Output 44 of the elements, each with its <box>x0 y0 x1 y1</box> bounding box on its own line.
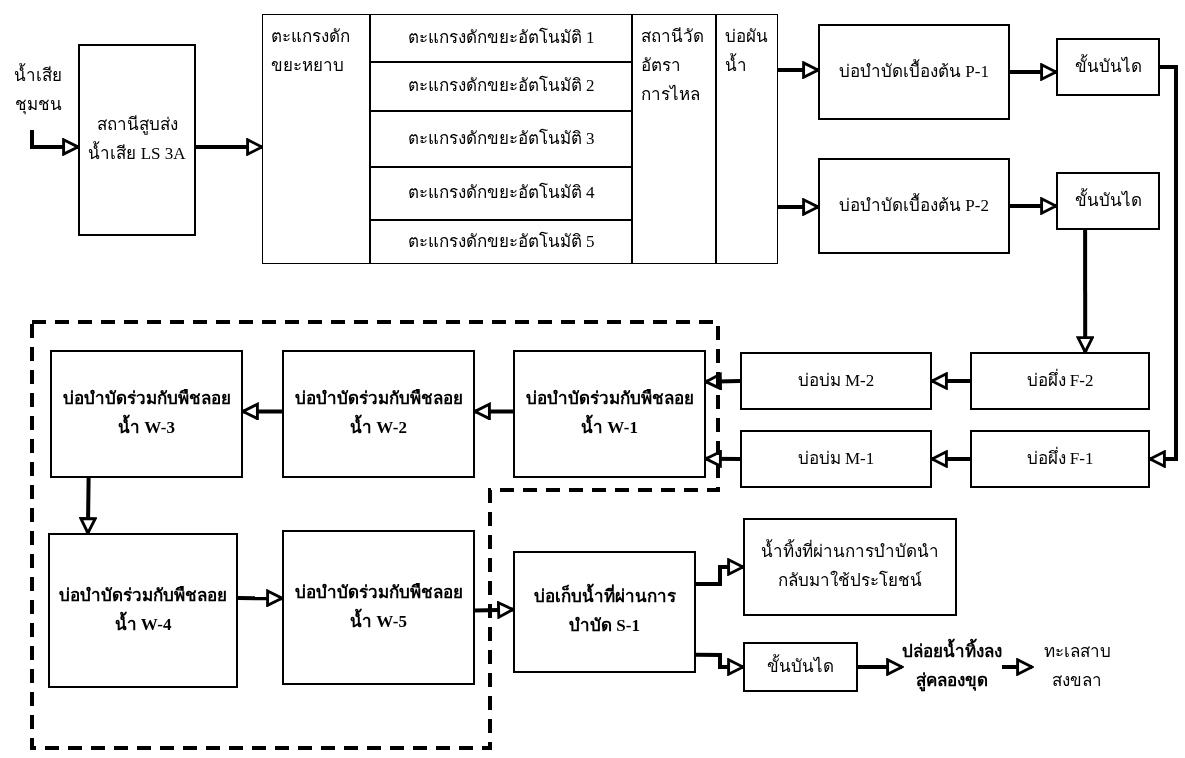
arrow <box>1076 230 1094 354</box>
table-cell: ตะแกรงดักขยะหยาบ <box>262 14 370 264</box>
process-box: ขั้นบันได <box>1056 172 1160 230</box>
process-box: ขั้นบันได <box>743 642 858 692</box>
table-cell: ตะแกรงดักขยะอัตโนมัติ 1 <box>370 14 632 62</box>
process-box: บ่อผึ่ง F-2 <box>970 352 1150 410</box>
arrow <box>474 601 515 619</box>
arrow <box>79 477 97 535</box>
process-box: บ่อเก็บน้ำที่ผ่านการบำบัด S-1 <box>513 551 696 673</box>
arrow <box>1002 658 1034 676</box>
arrow <box>196 138 264 156</box>
process-box: บ่อบำบัดร่วมกับพืชลอยน้ำ W-3 <box>50 350 243 478</box>
process-box: บ่อบำบัดร่วมกับพืชลอยน้ำ W-5 <box>282 530 475 685</box>
arrow <box>238 589 284 607</box>
arrow <box>858 658 904 676</box>
table-cell: ตะแกรงดักขยะอัตโนมัติ 5 <box>370 220 632 264</box>
table-cell: ตะแกรงดักขยะอัตโนมัติ 3 <box>370 111 632 167</box>
table-cell: บ่อผันน้ำ <box>716 14 778 264</box>
process-box: บ่อบ่ม M-1 <box>740 430 932 488</box>
table-cell: ตะแกรงดักขยะอัตโนมัติ 4 <box>370 167 632 220</box>
process-box: บ่อผึ่ง F-1 <box>970 430 1150 488</box>
table-cell: ตะแกรงดักขยะอัตโนมัติ 2 <box>370 62 632 111</box>
arrow <box>30 130 80 156</box>
process-box: บ่อบำบัดเบื้องต้น P-2 <box>818 158 1010 254</box>
arrow <box>1010 63 1058 81</box>
process-box: น้ำทิ้งที่ผ่านการบำบัดนำกลับมาใช้ประโยชน์ <box>743 518 957 616</box>
arrow <box>1010 197 1058 215</box>
process-box: บ่อบำบัดร่วมกับพืชลอยน้ำ W-1 <box>513 350 706 478</box>
arrow <box>695 652 745 676</box>
table-cell: สถานีวัดอัตราการไหล <box>632 14 716 264</box>
arrow <box>778 198 820 216</box>
arrow <box>778 61 820 79</box>
process-box: บ่อบำบัดเบื้องต้น P-1 <box>818 24 1010 120</box>
flow-label: น้ำเสียชุมชน <box>8 52 68 130</box>
flow-label: ปล่อยน้ำทิ้งลงสู่คลองขุด <box>902 632 1002 702</box>
process-box: ขั้นบันได <box>1056 38 1160 96</box>
process-box: บ่อบ่ม M-2 <box>740 352 932 410</box>
process-box: บ่อบำบัดร่วมกับพืชลอยน้ำ W-4 <box>48 533 238 688</box>
dashed-boundary <box>30 320 720 750</box>
arrow <box>696 558 745 586</box>
process-box: บ่อบำบัดร่วมกับพืชลอยน้ำ W-2 <box>282 350 475 478</box>
flow-label: ทะเลสาบสงขลา <box>1032 632 1122 702</box>
process-box: สถานีสูบส่งน้ำเสีย LS 3A <box>78 44 196 236</box>
table-frame <box>262 14 778 264</box>
